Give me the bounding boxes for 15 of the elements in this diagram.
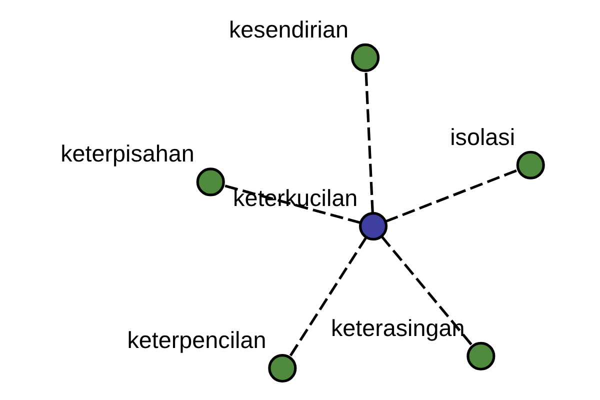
node-circle — [358, 212, 388, 241]
node-circle — [516, 150, 544, 180]
connector — [384, 168, 518, 223]
node-circle — [350, 43, 380, 72]
connector — [380, 236, 473, 346]
node-circle — [466, 342, 495, 370]
node-label: keterpencilan — [126, 326, 266, 353]
node-label: isolasi — [450, 124, 515, 150]
connector — [364, 71, 374, 214]
node-circle — [196, 168, 224, 196]
connector — [288, 236, 367, 358]
node-label: keterasingan — [330, 314, 464, 341]
node-label: kesendirian — [228, 16, 348, 42]
node-label: keterpisahan — [60, 140, 194, 167]
node-circle — [268, 354, 296, 383]
